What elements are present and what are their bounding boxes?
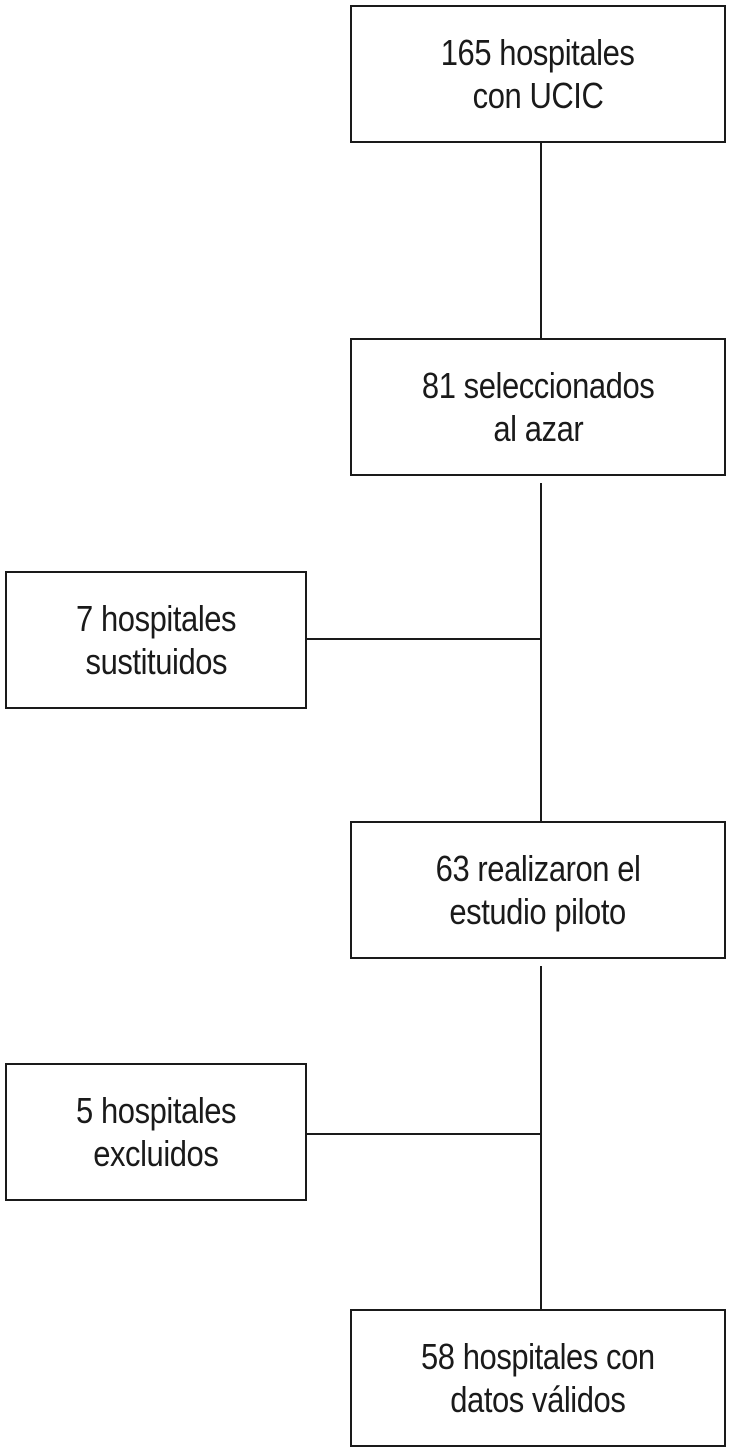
- connector-line: [540, 483, 542, 821]
- box-text-line: al azar: [493, 408, 583, 449]
- branch-connector-line: [307, 638, 542, 640]
- box-text-line: 7 hospitales: [75, 598, 237, 639]
- box-text-line: sustituidos: [85, 641, 227, 682]
- box-165-hospitales-con-ucic: 165 hospitales con UCIC: [350, 5, 726, 143]
- connector-line: [540, 966, 542, 1309]
- box-text-line: 63 realizaron el: [435, 848, 641, 889]
- branch-connector-line: [307, 1133, 542, 1135]
- box-text-line: excluidos: [93, 1133, 219, 1174]
- box-text-line: 81 seleccionados: [421, 365, 655, 406]
- box-text-line: con UCIC: [472, 75, 604, 116]
- box-text-line: 165 hospitales: [441, 32, 635, 73]
- box-7-hospitales-sustituidos: 7 hospitales sustituidos: [5, 571, 307, 709]
- box-58-hospitales-datos-validos: 58 hospitales con datos válidos: [350, 1309, 726, 1447]
- box-text-line: 58 hospitales con: [421, 1336, 655, 1377]
- box-text-line: estudio piloto: [449, 891, 627, 932]
- box-81-seleccionados: 81 seleccionados al azar: [350, 338, 726, 476]
- box-text-line: 5 hospitales: [75, 1090, 237, 1131]
- box-5-hospitales-excluidos: 5 hospitales excluidos: [5, 1063, 307, 1201]
- box-text-line: datos válidos: [450, 1379, 626, 1420]
- connector-line: [540, 143, 542, 338]
- box-63-estudio-piloto: 63 realizaron el estudio piloto: [350, 821, 726, 959]
